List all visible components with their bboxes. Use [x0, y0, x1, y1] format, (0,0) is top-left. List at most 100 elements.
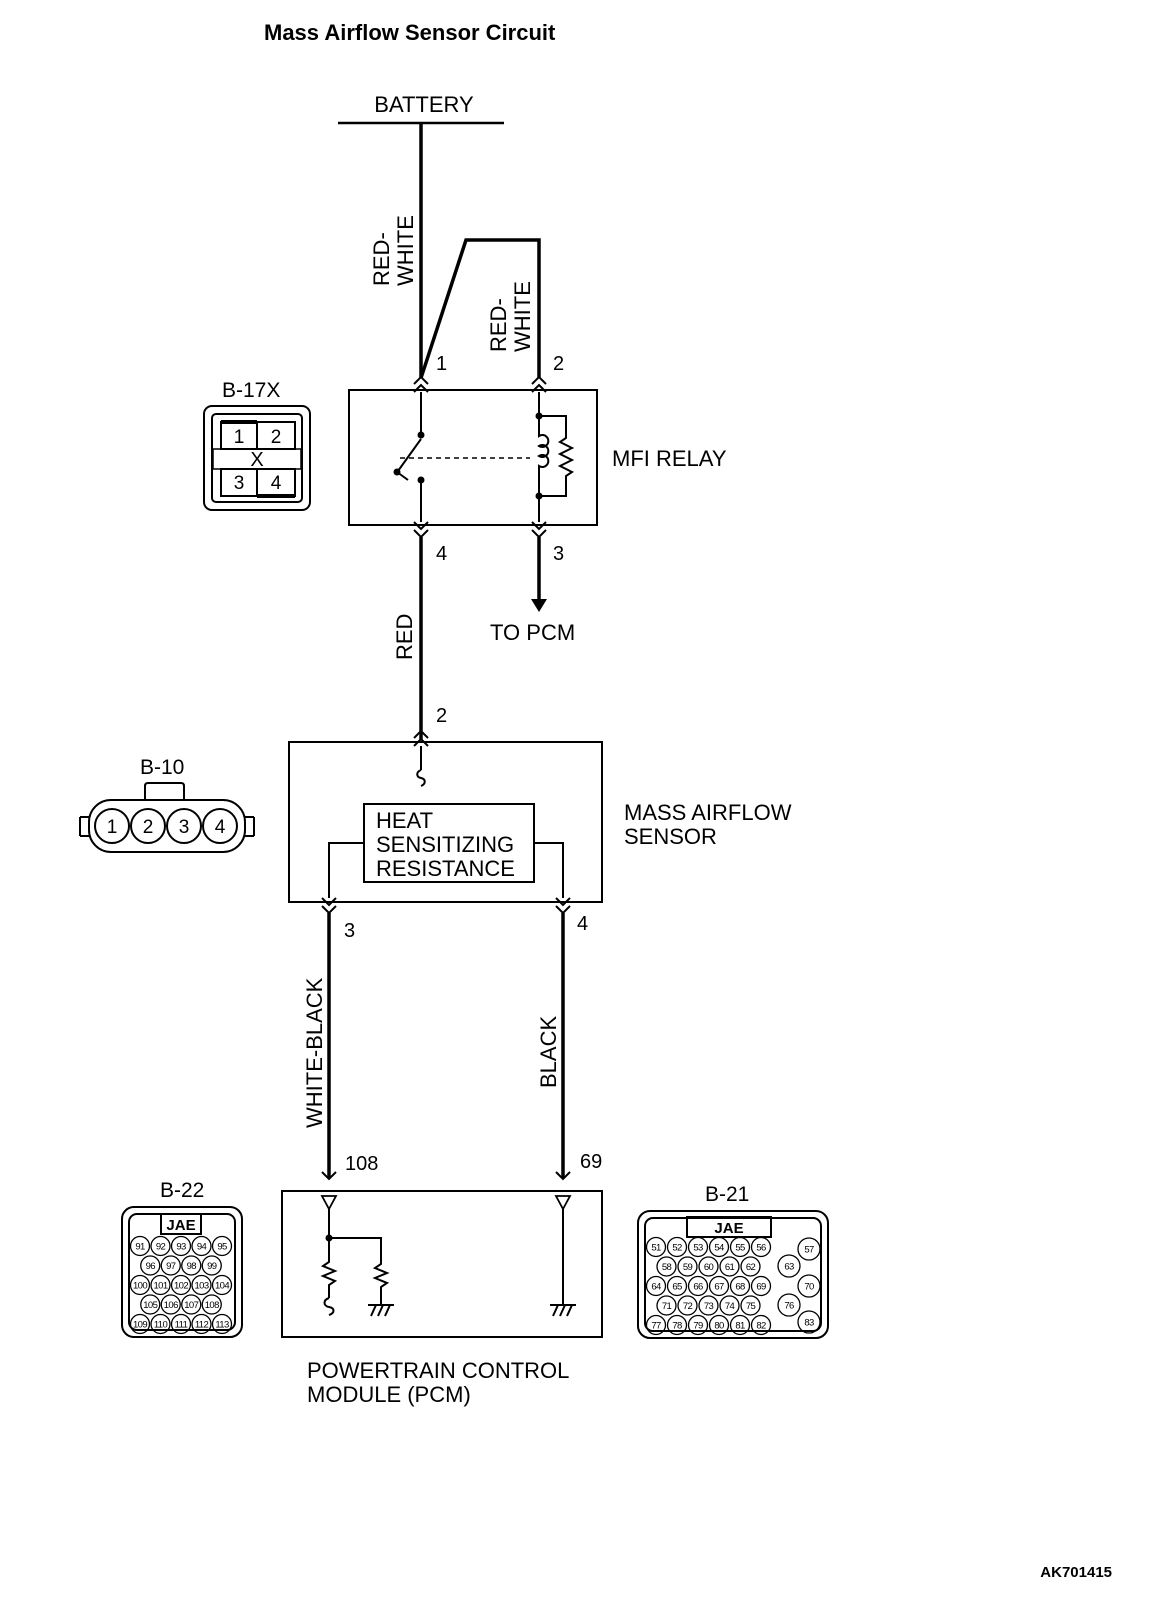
sensor-pin-4: 4	[577, 913, 588, 935]
connector-b21-pin	[677, 1256, 698, 1277]
connector-b21-pin-label: 56	[756, 1243, 766, 1254]
connector-b21-pin-label: 76	[784, 1301, 794, 1312]
connector-b21-pin-label: 72	[683, 1301, 693, 1312]
connector-b21-pin	[645, 1236, 667, 1258]
svg-text:2: 2	[143, 817, 154, 838]
svg-text:WHITE: WHITE	[393, 215, 418, 286]
connector-b22-pin	[211, 1235, 233, 1257]
connector-b21-tag: JAE	[714, 1220, 743, 1237]
sensor-pin-3: 3	[344, 920, 355, 942]
connector-b21-pin	[797, 1237, 821, 1261]
connector-b22-pin	[160, 1294, 181, 1315]
connector-b21-pin-label: 67	[714, 1282, 724, 1293]
connector-b22-pin-label: 105	[143, 1300, 157, 1311]
svg-text:3: 3	[179, 817, 190, 838]
connector-b22-pin	[170, 1313, 192, 1335]
connector-b22-pin	[129, 1274, 151, 1296]
connector-b21-pin	[750, 1275, 772, 1297]
connector-b21-pin	[729, 1314, 751, 1336]
connector-b21-pin	[750, 1314, 772, 1336]
connector-b21-pin-label: 60	[704, 1262, 714, 1273]
relay-pin4-terminal-inner	[413, 529, 429, 539]
connector-b21-pin-label: 59	[683, 1262, 693, 1273]
connector-b22-pin-label: 104	[215, 1281, 229, 1292]
relay-switch-pivot-lead	[396, 471, 409, 481]
connector-b21-pin	[698, 1295, 719, 1316]
relay-pin-3: 3	[553, 543, 564, 565]
pcm-signal-return-icon	[323, 1297, 335, 1316]
connector-b22-pin-label: 98	[187, 1261, 197, 1272]
connector-b21-pin-label: 64	[651, 1282, 661, 1293]
connector-b22-pin	[140, 1294, 161, 1315]
connector-b21-pin-label: 65	[672, 1282, 682, 1293]
connector-b22-pin-label: 92	[156, 1242, 166, 1253]
connector-b22-pin	[201, 1294, 222, 1315]
wire-label-white-black: WHITE-BLACK	[302, 977, 327, 1128]
connector-b22-pin-label: 107	[184, 1300, 198, 1311]
sensor-pin2-terminal-inner	[413, 737, 429, 747]
connector-b21-name: B-21	[705, 1183, 749, 1206]
connector-b22-pin-label: 113	[215, 1320, 229, 1331]
connector-b21-pin-label: 77	[651, 1321, 661, 1332]
relay-pin2-terminal	[531, 375, 547, 385]
connector-b22-pin-label: 103	[194, 1281, 208, 1292]
figure-code: AK701415	[1040, 1564, 1112, 1581]
relay-switch-arm	[397, 438, 422, 472]
pcm-69-input-icon	[554, 1195, 572, 1211]
connector-b21-pin	[677, 1295, 698, 1316]
connector-b21-pin	[740, 1295, 761, 1316]
wire-label-red-white-2: RED- WHITE	[486, 281, 535, 352]
svg-text:WHITE-BLACK: WHITE-BLACK	[302, 977, 327, 1128]
connector-b21-pin-label: 53	[693, 1243, 703, 1254]
connector-b22-pin-label: 101	[153, 1281, 167, 1292]
to-pcm-label: TO PCM	[490, 620, 575, 645]
connector-b21-pin	[777, 1293, 801, 1317]
connector-b21-pin-label: 68	[735, 1282, 745, 1293]
connector-b22-pin-label: 102	[174, 1281, 188, 1292]
diagram-title: Mass Airflow Sensor Circuit	[264, 20, 556, 45]
connector-b21-pin-label: 57	[804, 1245, 814, 1256]
svg-text:3: 3	[234, 473, 245, 494]
relay-pin4-terminal	[413, 521, 429, 531]
connector-b21-pin	[708, 1275, 730, 1297]
connector-b21-pin	[698, 1256, 719, 1277]
connector-b21-pin-label: 51	[651, 1243, 661, 1254]
pcm-resistor-1-icon	[320, 1238, 338, 1298]
element-label-2: SENSITIZING	[376, 832, 514, 857]
connector-b21-pin-label: 82	[756, 1321, 766, 1332]
to-pcm-arrow-icon	[531, 599, 547, 612]
svg-text:1: 1	[107, 817, 118, 838]
connector-b21-pin	[719, 1295, 740, 1316]
svg-text:4: 4	[215, 817, 226, 838]
relay-pin3-terminal-inner	[531, 529, 547, 539]
pcm-ground-1-icon	[368, 1304, 394, 1317]
sensor-pin4-terminal-inner	[555, 905, 571, 915]
pcm-box	[281, 1190, 603, 1338]
connector-b22-pin	[191, 1235, 212, 1257]
connector-b22-pin-label: 94	[197, 1242, 207, 1253]
svg-text:X: X	[250, 449, 263, 471]
wire-label-red: RED	[392, 614, 417, 660]
connector-b22-pin	[181, 1294, 202, 1315]
connector-b21-pin-label: 78	[672, 1321, 682, 1332]
connector-b22-pin-label: 99	[207, 1261, 217, 1272]
sensor-open-circuit-icon	[416, 769, 426, 787]
pcm-108-branch	[329, 1237, 382, 1260]
element-label-3: RESISTANCE	[376, 856, 515, 881]
connector-b21-pin	[687, 1275, 709, 1297]
wire-label-red-white-1: RED- WHITE	[369, 215, 418, 286]
connector-b21-pin-label: 73	[704, 1301, 714, 1312]
pcm-108-input-icon	[320, 1195, 338, 1211]
connector-b21-pin	[645, 1275, 667, 1297]
wire-label-black: BLACK	[536, 1016, 561, 1088]
mfi-relay-label: MFI RELAY	[612, 446, 727, 471]
connector-b22-pin	[160, 1255, 181, 1276]
connector-b22-pin-label: 111	[175, 1320, 188, 1331]
relay-switch-contact-top	[417, 431, 425, 439]
svg-text:2: 2	[271, 427, 282, 448]
relay-pin-2: 2	[553, 353, 564, 375]
connector-b22-pin	[191, 1313, 212, 1335]
